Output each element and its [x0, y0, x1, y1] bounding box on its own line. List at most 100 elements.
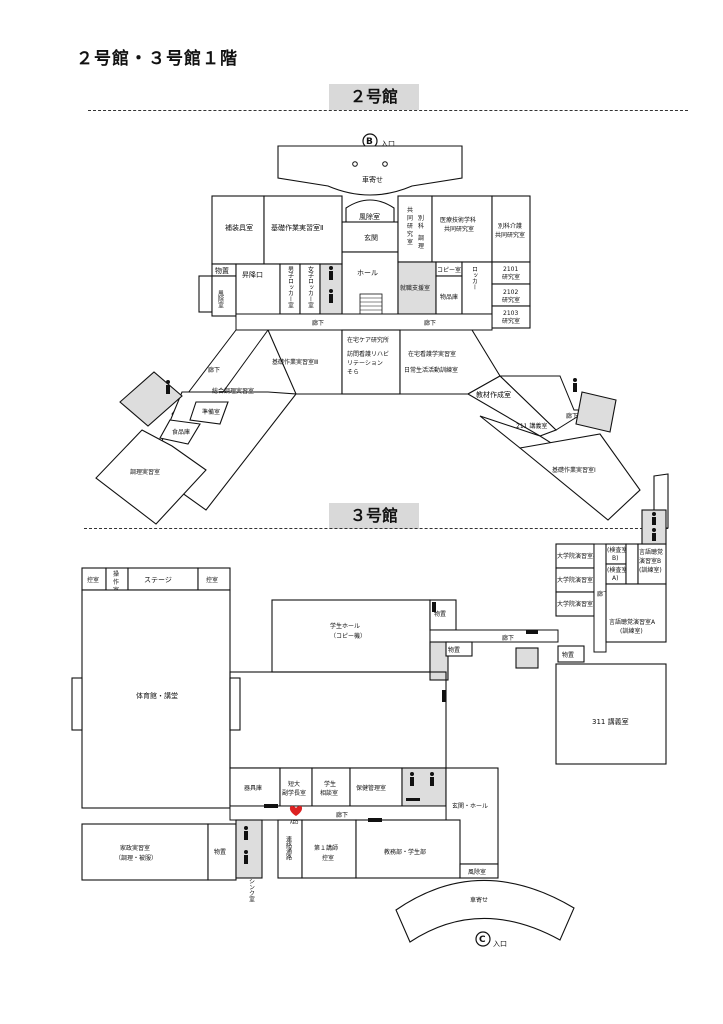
svg-text:211 講義室: 211 講義室	[516, 422, 547, 430]
svg-text:(訓練室): (訓練室)	[620, 627, 643, 635]
svg-text:別: 別	[418, 214, 424, 222]
svg-text:副学長室: 副学長室	[282, 789, 306, 797]
canopy-b3	[395, 880, 575, 943]
svg-text:医療技術学科: 医療技術学科	[440, 216, 476, 224]
svg-text:研: 研	[407, 223, 413, 230]
svg-text:A): A)	[612, 575, 618, 582]
svg-text:基礎作業実習室Ⅰ: 基礎作業実習室Ⅰ	[552, 466, 596, 474]
junbi-room	[189, 401, 229, 425]
svg-text:相談室: 相談室	[320, 789, 338, 797]
svg-text:同: 同	[407, 215, 413, 222]
tandai-room	[279, 767, 313, 807]
svg-text:女子ロッカー室: 女子ロッカー室	[307, 265, 314, 308]
svg-text:（調理・被服）: （調理・被服）	[115, 854, 157, 862]
kaigo-room	[491, 195, 531, 263]
svg-text:究: 究	[407, 230, 413, 238]
svg-text:準備室: 準備室	[202, 408, 220, 416]
svg-text:室: 室	[407, 238, 413, 246]
toilet-icon-b3-south	[410, 772, 434, 786]
svg-text:廊下: 廊下	[208, 366, 220, 374]
iryo-room	[431, 195, 493, 263]
svg-text:昇降口: 昇降口	[242, 270, 263, 279]
svg-text:研究室: 研究室	[502, 273, 520, 281]
building-3-title: ３号館	[329, 503, 419, 529]
corridor-b2-main	[235, 313, 493, 331]
svg-text:廊下: 廊下	[312, 319, 324, 327]
svg-text:教材作成室: 教材作成室	[476, 390, 511, 399]
svg-text:操: 操	[113, 570, 119, 578]
entrance-c-marker: C 入口	[475, 931, 507, 948]
kiso2-room	[263, 195, 343, 265]
corridor-b3-center	[429, 629, 559, 643]
kyodo-kenkyushitsu-col	[397, 195, 433, 263]
toilet-icon-b2-right	[573, 378, 577, 392]
svg-text:C: C	[479, 935, 486, 945]
toilet-icon-b2-left	[166, 380, 170, 394]
svg-text:基礎作業実習室Ⅱ: 基礎作業実習室Ⅱ	[271, 223, 323, 232]
svg-text:そら: そら	[347, 369, 359, 376]
svg-text:学生: 学生	[324, 780, 336, 788]
chokaku-c	[625, 543, 639, 585]
svg-text:(検査室: (検査室	[607, 566, 627, 574]
monooki-b3-3	[557, 645, 585, 663]
daigakuin3	[555, 567, 595, 593]
svg-text:シンク室: シンク室	[248, 878, 255, 902]
svg-text:控室: 控室	[87, 576, 99, 584]
kurumayose-b2: 車寄せ	[362, 175, 383, 184]
svg-text:演習室B: 演習室B	[639, 557, 661, 565]
svg-text:ホール: ホール	[357, 269, 378, 277]
canopy-b2	[277, 145, 463, 196]
svg-text:教務部・学生部: 教務部・学生部	[384, 848, 426, 856]
page-title: ２号館・３号館１階	[76, 49, 238, 69]
shokuhin-room	[159, 419, 201, 445]
svg-text:訪問看護リハビ: 訪問看護リハビ	[347, 350, 389, 358]
koudou311	[555, 663, 667, 765]
svg-text:科: 科	[418, 222, 424, 230]
svg-text:短大: 短大	[288, 780, 300, 788]
butsuhin-room	[435, 275, 463, 315]
svg-text:リテーション: リテーション	[347, 360, 383, 367]
svg-text:研究室: 研究室	[502, 296, 520, 304]
svg-text:男子ロッカー室: 男子ロッカー室	[287, 266, 294, 308]
svg-text:共同研究室: 共同研究室	[444, 225, 474, 233]
svg-text:（コピー機）: （コピー機）	[330, 632, 366, 640]
stairs-b3-center	[429, 641, 449, 681]
svg-text:廊下: 廊下	[336, 811, 348, 819]
gym-door-left	[71, 677, 83, 731]
entrance-b-label: 入口	[381, 140, 395, 148]
toilet-icon-b3-kasei	[244, 826, 248, 864]
toilet-icon-b3-right	[652, 512, 656, 541]
svg-text:学生ホール: 学生ホール	[330, 622, 360, 630]
stairs-b2-right	[575, 391, 617, 433]
svg-text:連絡通路: 連絡通路	[285, 835, 292, 861]
corridor-b3-v	[593, 543, 607, 653]
shokoguchi-side	[198, 275, 213, 313]
svg-text:控室: 控室	[206, 576, 218, 584]
svg-text:共: 共	[407, 206, 413, 214]
entrance-b-marker: B 入口	[362, 133, 395, 149]
divider-middle	[84, 528, 668, 529]
svg-text:風除室: 風除室	[359, 212, 380, 221]
aed-marker: AED	[289, 805, 303, 825]
svg-text:物置: 物置	[434, 610, 446, 618]
svg-text:共同研究室: 共同研究室	[495, 231, 525, 239]
chokaku-a	[605, 583, 667, 643]
kiguko-room	[229, 767, 281, 807]
kasei-room	[81, 823, 209, 881]
svg-text:廊下: 廊下	[597, 590, 609, 598]
svg-text:控室: 控室	[322, 854, 334, 862]
svg-text:物置: 物置	[448, 646, 460, 654]
svg-text:車寄せ: 車寄せ	[470, 896, 488, 904]
svg-text:AED: AED	[290, 820, 298, 825]
svg-text:保健管理室: 保健管理室	[356, 784, 386, 792]
svg-text:基礎作業実習室Ⅲ: 基礎作業実習室Ⅲ	[272, 358, 318, 366]
svg-text:総合調理実習室: 総合調理実習室	[212, 387, 254, 395]
entrance-b-letter: B	[366, 137, 373, 147]
svg-text:在宅看護学実習室: 在宅看護学実習室	[408, 350, 456, 358]
kiso1-room	[518, 433, 641, 521]
svg-text:作: 作	[113, 578, 119, 586]
svg-text:物置: 物置	[214, 848, 226, 856]
monooki-b3-4	[207, 823, 237, 881]
svg-text:別科介護: 別科介護	[498, 222, 522, 230]
